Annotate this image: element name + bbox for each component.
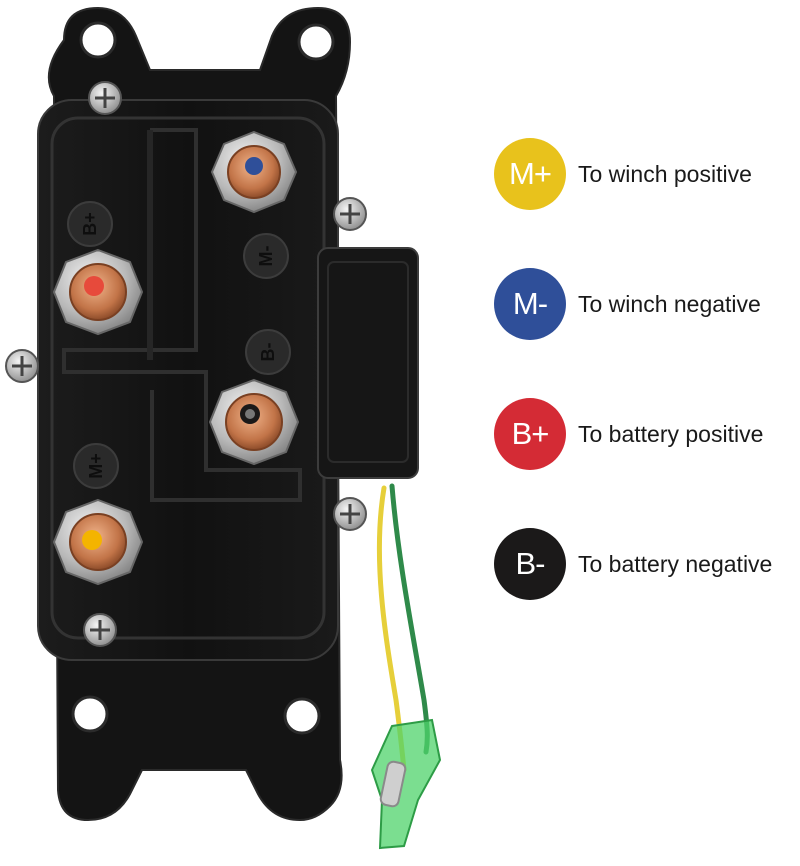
badge-b-plus: B+: [494, 398, 566, 470]
screw-icon: [333, 197, 367, 231]
badge-m-minus: M-: [494, 268, 566, 340]
svg-text:B+: B+: [80, 212, 100, 236]
legend-description: To battery negative: [578, 550, 773, 577]
screw-icon: [88, 81, 122, 115]
svg-text:B-: B-: [258, 343, 278, 362]
svg-text:M+: M+: [86, 453, 106, 479]
wire-connector: [370, 718, 442, 850]
embossed-label-m-plus: M+: [73, 443, 119, 489]
legend-description: To winch negative: [578, 290, 761, 317]
badge-b-minus: B-: [494, 528, 566, 600]
badge-m-plus: M+: [494, 138, 566, 210]
legend-description: To winch positive: [578, 160, 752, 187]
legend-item-b-plus: B+ To battery positive: [494, 398, 800, 470]
legend-item-b-minus: B- To battery negative: [494, 528, 800, 600]
svg-text:M-: M-: [256, 246, 276, 267]
legend-description: To battery positive: [578, 420, 764, 447]
embossed-label-m-minus: M-: [243, 233, 289, 279]
terminal-b-plus: [52, 248, 144, 336]
terminal-m-plus: [52, 498, 144, 586]
embossed-label-b-minus: B-: [245, 329, 291, 375]
screw-icon: [5, 349, 39, 383]
terminal-m-minus: [210, 130, 298, 214]
screw-icon: [333, 497, 367, 531]
screw-icon: [83, 613, 117, 647]
legend-item-m-minus: M- To winch negative: [494, 268, 800, 340]
legend-item-m-plus: M+ To winch positive: [494, 138, 800, 210]
terminal-b-minus: [208, 378, 300, 466]
embossed-label-b-plus: B+: [67, 201, 113, 247]
